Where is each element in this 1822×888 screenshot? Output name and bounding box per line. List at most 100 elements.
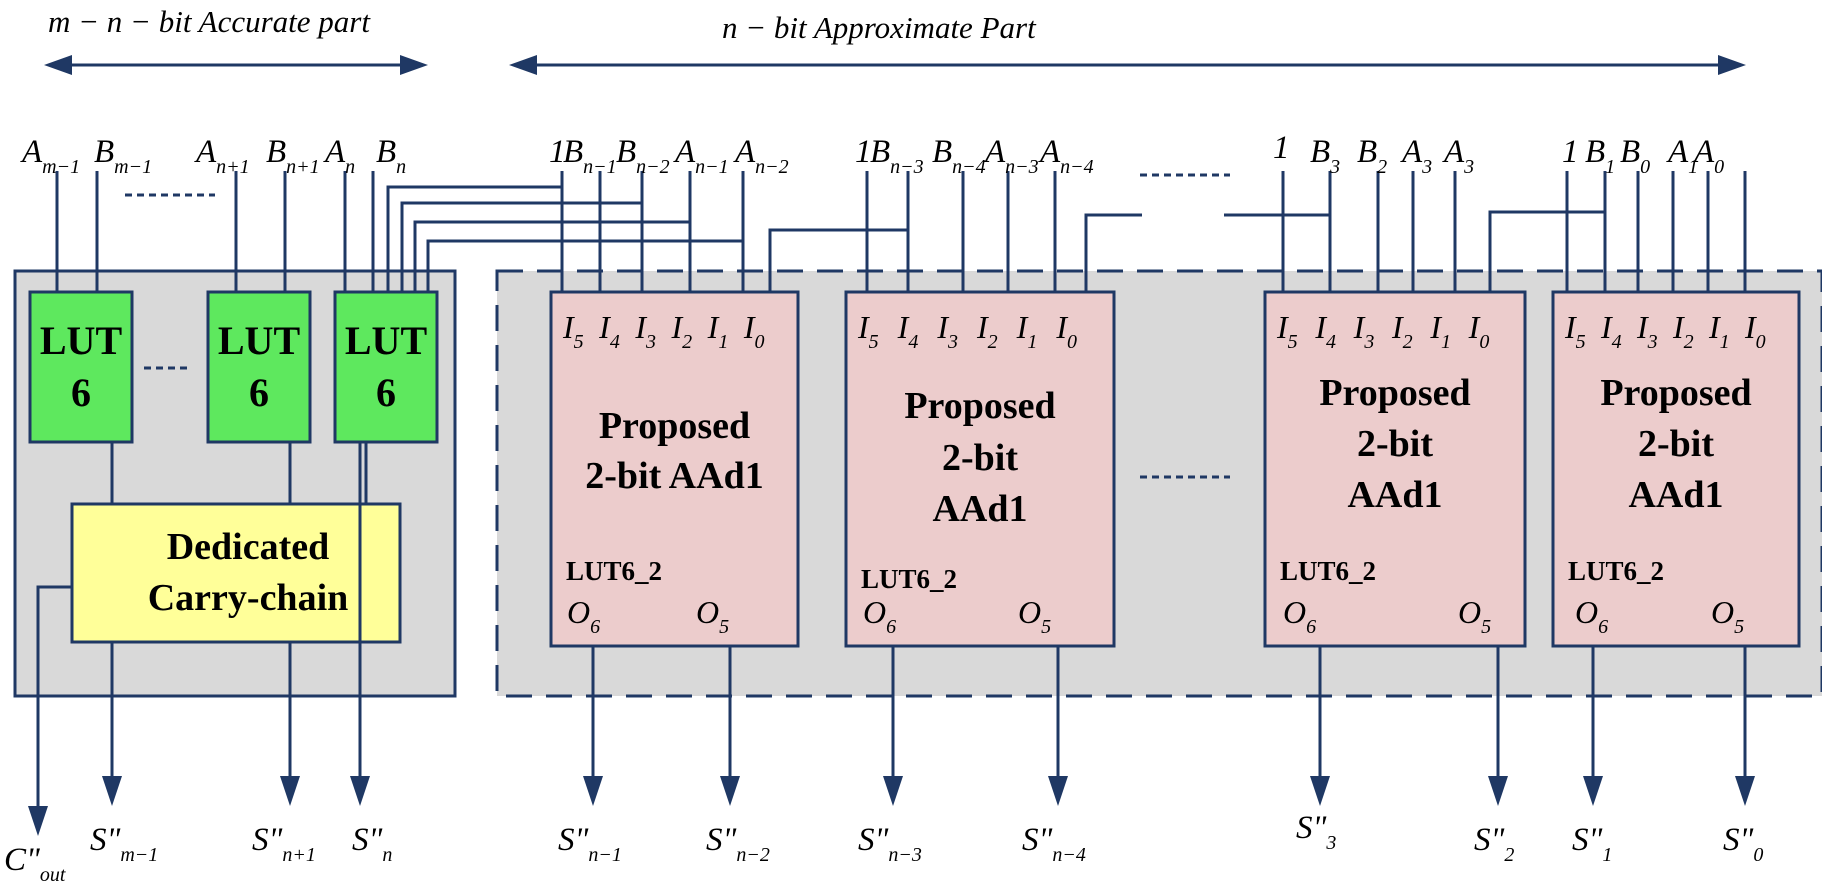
accurate-output-label: S"n: [352, 822, 392, 866]
approximate-part-label: n − bit Approximate Part: [722, 10, 1037, 45]
approx-input-label: Bn−2: [616, 134, 670, 178]
accurate-input-label: Am−1: [20, 134, 80, 178]
lut-number: 6: [249, 370, 269, 415]
block-title-line: 2-bit: [942, 437, 1018, 479]
block-title-line: 2-bit: [1357, 423, 1433, 465]
pin-label: I0: [1744, 309, 1766, 353]
approx-input-label: B0: [1620, 134, 1650, 178]
lut-label: LUT: [40, 318, 123, 363]
lut6-2-label: LUT6_2: [566, 556, 662, 586]
approx-input-label: A3: [1442, 134, 1474, 178]
accurate-output-label: S"n+1: [252, 822, 316, 866]
carry-chain-label-line1: Dedicated: [167, 526, 330, 568]
pin-label: I1: [1016, 309, 1038, 353]
pin-label: I1: [707, 309, 729, 353]
approximate-span-arrow: [509, 55, 1746, 75]
pin-label: I4: [598, 309, 620, 353]
approx-output-label: S"n−2: [706, 822, 770, 866]
pin-label: I3: [634, 309, 656, 353]
pin-label: I5: [1276, 309, 1298, 353]
block-title-line: 2-bit: [1638, 423, 1714, 465]
approx-input-label: A0: [1692, 134, 1724, 178]
output-pin-label: O6: [1283, 594, 1316, 638]
lut6-block: LUT 6: [206, 290, 312, 444]
lut6-block: LUT 6: [28, 290, 134, 444]
block-title-line: Proposed: [904, 385, 1055, 427]
lut6-block: LUT 6: [333, 290, 439, 444]
approx-input-label: 1: [855, 134, 872, 170]
accurate-output-wires: [28, 442, 370, 836]
pin-label: I3: [1353, 309, 1375, 353]
pin-label: I5: [857, 309, 879, 353]
output-pin-label: O6: [863, 594, 896, 638]
pin-label: I2: [976, 309, 998, 353]
pin-label: I1: [1429, 309, 1451, 353]
output-pin-label: O5: [1018, 594, 1051, 638]
approx-output-label: S"0: [1723, 822, 1763, 866]
approx-output-label: S"3: [1296, 810, 1336, 854]
pin-label: I2: [671, 309, 693, 353]
lut6-2-box: [844, 290, 1116, 648]
lut6-2-label: LUT6_2: [1280, 556, 1376, 586]
pin-label: I1: [1708, 309, 1730, 353]
approx-output-label: S"n−3: [858, 822, 922, 866]
approx-input-label: An−3: [983, 134, 1039, 178]
lut6-2-label: LUT6_2: [1568, 556, 1664, 586]
lut-to-carry-wires: [110, 442, 368, 504]
approx-input-label: Bn−3: [870, 134, 924, 178]
pin-label: I2: [1391, 309, 1413, 353]
approx-input-label: An−2: [733, 134, 789, 178]
accurate-output-label: S"m−1: [90, 822, 158, 866]
output-pin-label: O6: [1575, 594, 1608, 638]
approx-input-label: 1: [1562, 134, 1579, 170]
accurate-output-label: C"out: [4, 842, 66, 886]
accurate-input-label: An: [323, 134, 355, 178]
pin-label: I0: [743, 309, 765, 353]
pin-label: I4: [897, 309, 919, 353]
approx-input-label: B1: [1585, 134, 1615, 178]
accurate-input-label: Bm−1: [94, 134, 152, 178]
block-title-line: Proposed: [599, 405, 750, 447]
accurate-input-label: An+1: [194, 134, 250, 178]
approx-input-label: Bn−4: [932, 134, 986, 178]
lut6-2-label: LUT6_2: [861, 564, 957, 594]
pin-label: I5: [1564, 309, 1586, 353]
output-pin-label: O6: [567, 594, 600, 638]
approx-input-label: 1: [1273, 130, 1290, 166]
block-title-line: AAd1: [1628, 474, 1723, 516]
block-title-line: Proposed: [1600, 372, 1751, 414]
pin-label: I3: [1636, 309, 1658, 353]
pin-label: I5: [562, 309, 584, 353]
pin-label: I2: [1672, 309, 1694, 353]
output-pin-label: O5: [1711, 594, 1744, 638]
approx-input-label: An−1: [673, 134, 729, 178]
lut-number: 6: [71, 370, 91, 415]
approx-output-label: S"n−1: [558, 822, 622, 866]
accurate-input-label: Bn+1: [266, 134, 320, 178]
accurate-input-label: Bn: [376, 134, 406, 178]
output-pin-label: O5: [696, 594, 729, 638]
lut-number: 6: [376, 370, 396, 415]
accurate-span-arrow: [44, 55, 428, 75]
approx-input-label: B2: [1357, 134, 1387, 178]
block-title-line: 2-bit AAd1: [585, 455, 763, 497]
dedicated-carry-chain: Dedicated Carry-chain: [70, 502, 402, 644]
carry-chain-label-line2: Carry-chain: [148, 577, 349, 619]
lut-label: LUT: [345, 318, 428, 363]
approximate-output-wires: [583, 646, 1755, 806]
lut-label: LUT: [218, 318, 301, 363]
output-pin-label: O5: [1458, 594, 1491, 638]
pin-label: I4: [1600, 309, 1622, 353]
approx-input-label: A1: [1666, 134, 1698, 178]
lut6-2-box: [1551, 290, 1801, 648]
approx-output-label: S"1: [1572, 822, 1612, 866]
pin-label: I3: [936, 309, 958, 353]
pin-label: I4: [1314, 309, 1336, 353]
block-title-line: AAd1: [1347, 474, 1442, 516]
